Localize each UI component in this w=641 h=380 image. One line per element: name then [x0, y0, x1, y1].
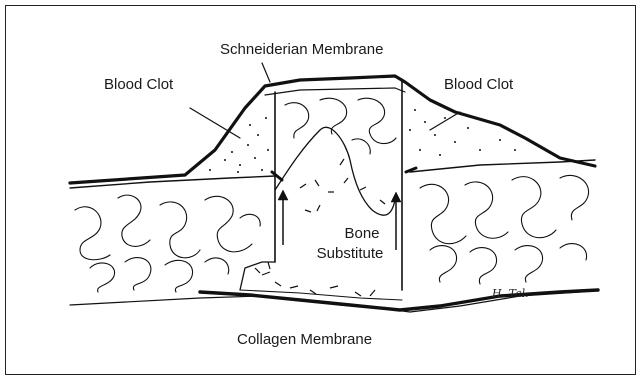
leader-line-clot-right	[430, 112, 460, 130]
elevation-arrows	[278, 190, 401, 250]
schneiderian-membrane-label: Schneiderian Membrane	[220, 42, 383, 57]
bone-substitute-outline	[275, 127, 395, 215]
collagen-membrane-label: Collagen Membrane	[237, 332, 372, 347]
blood-clot-dots-right	[409, 109, 516, 156]
bone-substitute-label-line2: Substitute	[305, 246, 395, 261]
bone-substitute-label-line1: Bone	[325, 226, 399, 241]
artist-signature: H. Tal.	[492, 287, 529, 300]
blood-clot-left-label: Blood Clot	[104, 77, 173, 92]
leader-line-schneiderian	[262, 63, 270, 82]
blood-clot-right-label: Blood Clot	[444, 77, 513, 92]
